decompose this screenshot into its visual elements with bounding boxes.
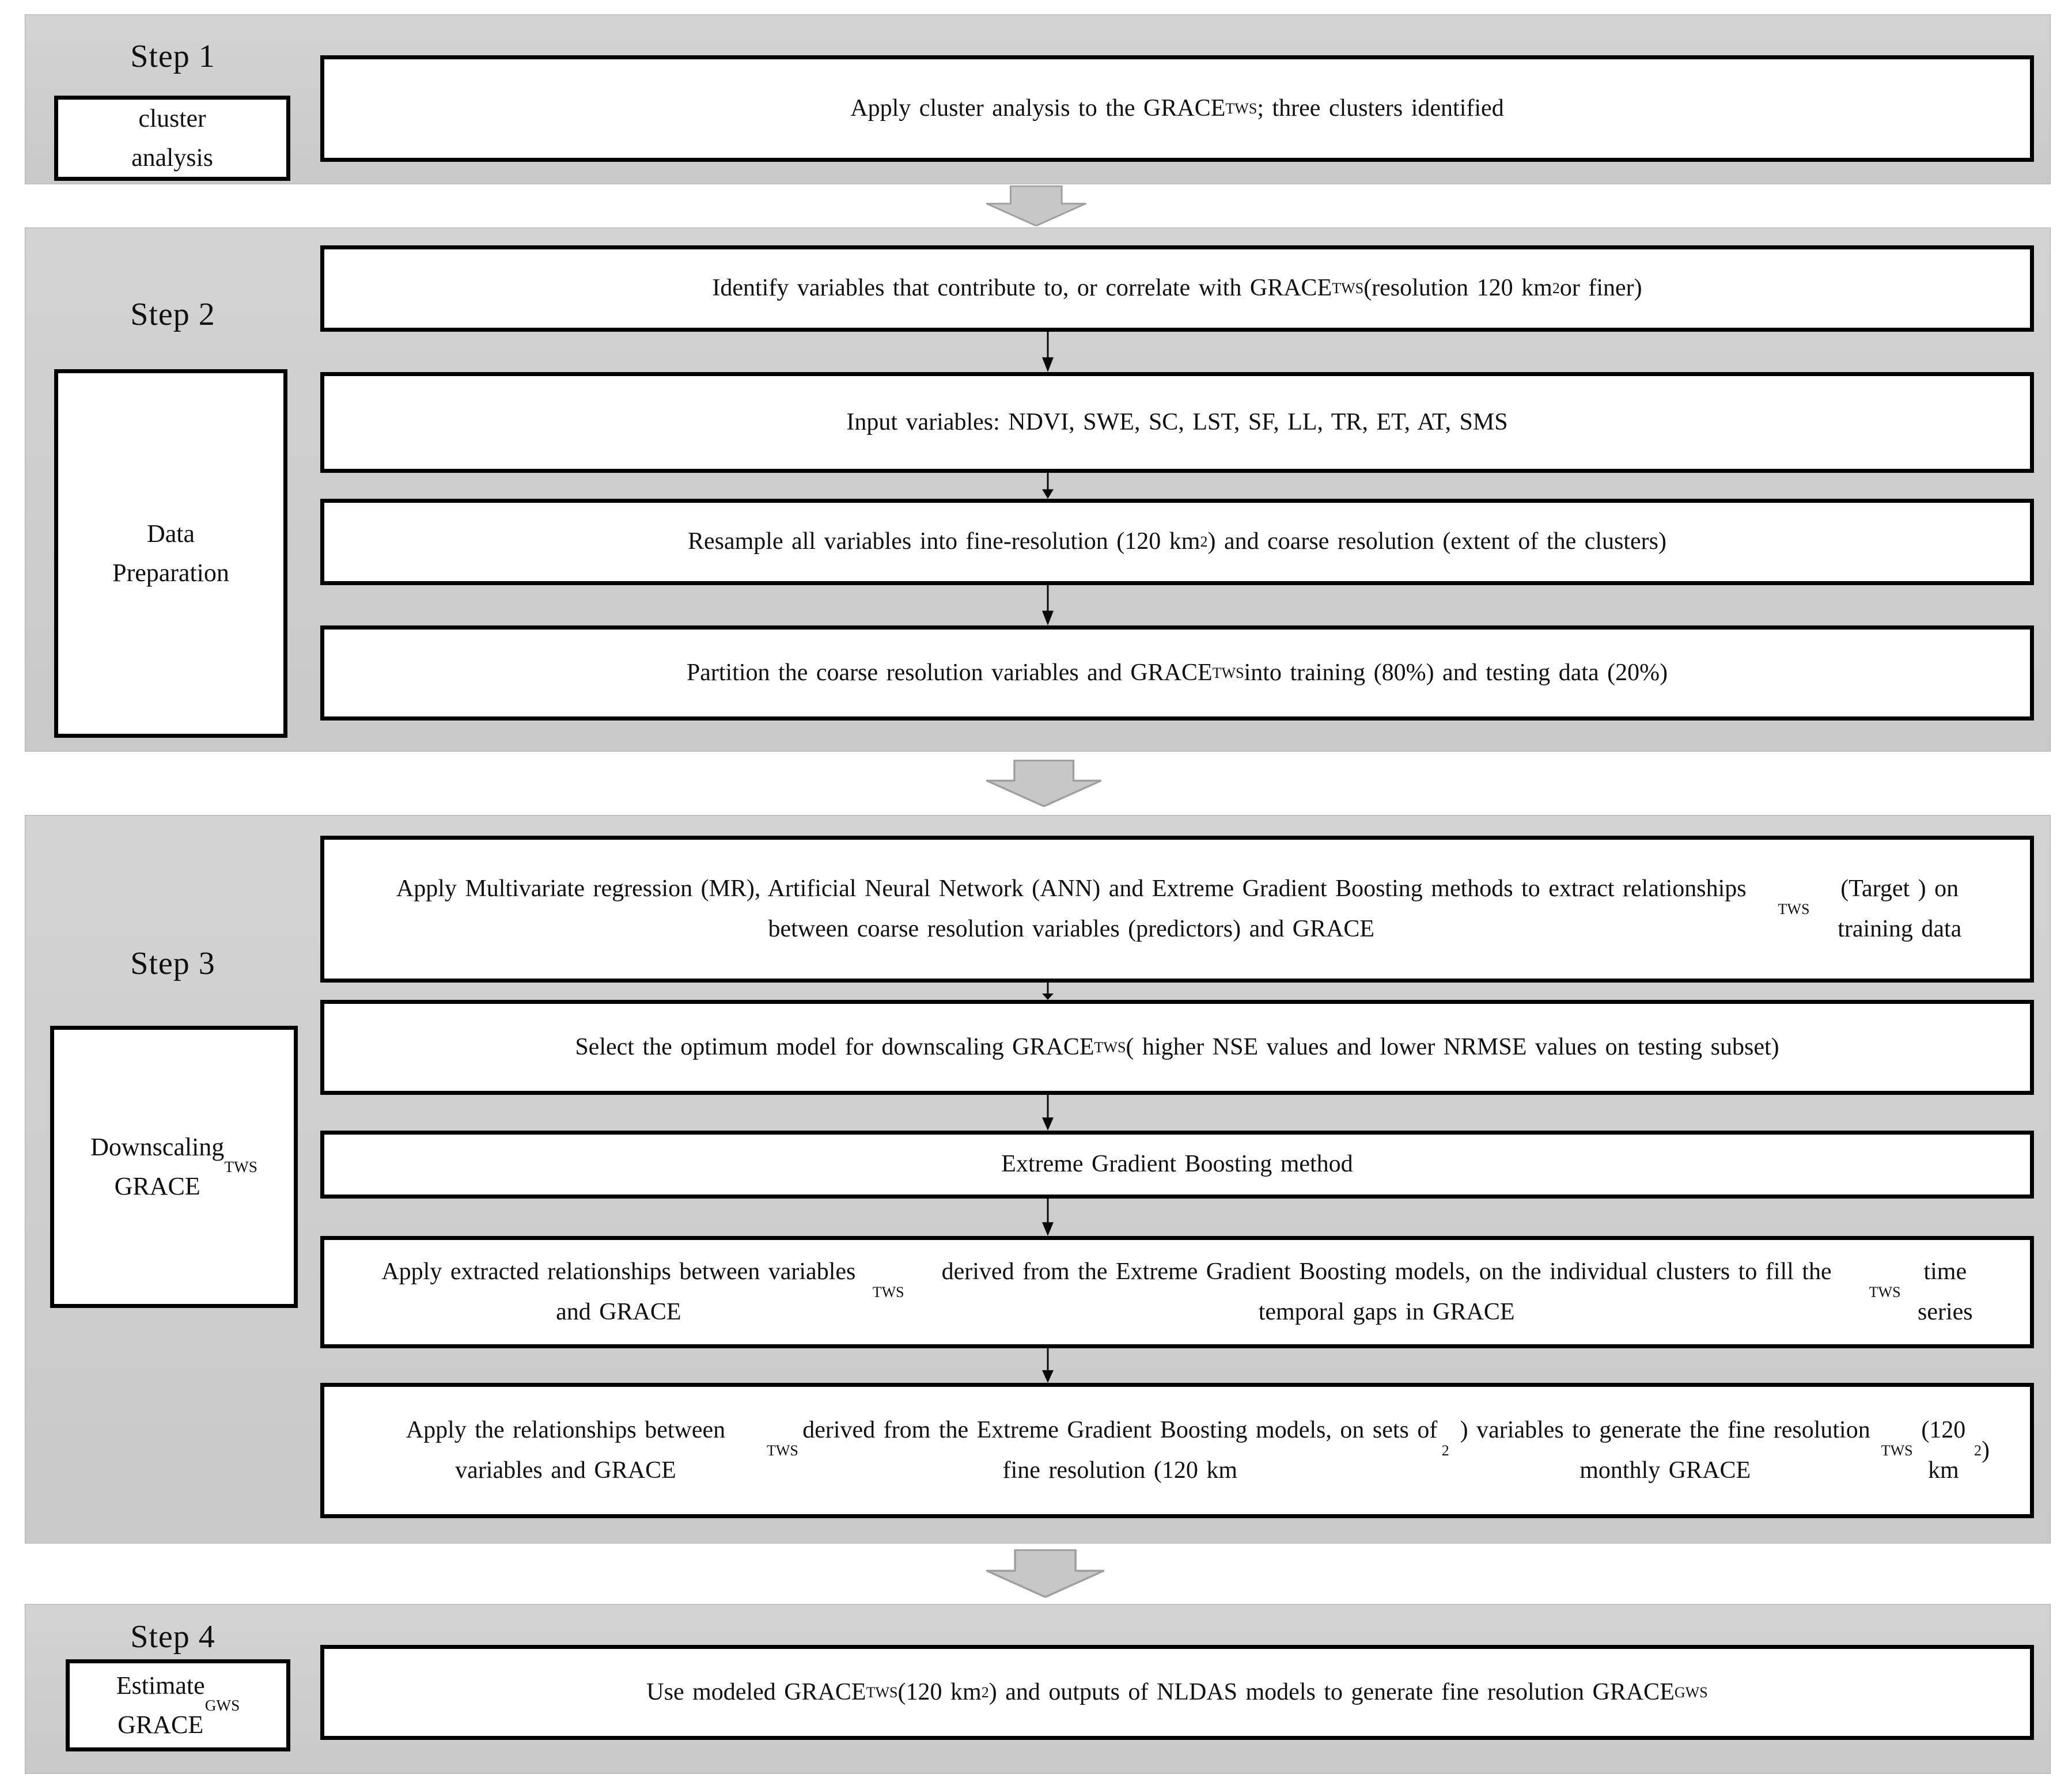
down-flow-arrow-icon [1039, 1348, 1056, 1383]
step-3-box-xgboost-method: Extreme Gradient Boosting method [320, 1131, 2034, 1199]
step-1-title: Step 1 [130, 39, 215, 74]
block-down-arrow-icon [986, 760, 1102, 807]
step-2-box-identify-variables: Identify variables that contribute to, o… [320, 245, 2034, 332]
step-2-panel: Step 2 Data Preparation Identify variabl… [25, 227, 2051, 752]
step-2-box-partition-data: Partition the coarse resolution variable… [320, 625, 2034, 721]
step-3-boxes: Apply Multivariate regression (MR), Arti… [320, 816, 2050, 1543]
step-3-to-step-4-gap [0, 1544, 2072, 1604]
down-flow-arrow-icon [1039, 332, 1056, 372]
step-2-boxes: Identify variables that contribute to, o… [320, 228, 2050, 751]
step-3-box-fill-temporal-gaps: Apply extracted relationships between va… [320, 1236, 2034, 1348]
step-1-side-label-box: cluster analysis [54, 96, 290, 181]
step-2-box-input-variables: Input variables: NDVI, SWE, SC, LST, SF,… [320, 372, 2034, 473]
step-4-title: Step 4 [130, 1619, 215, 1655]
block-down-arrow-icon [986, 185, 1086, 226]
step-2-side-label-box: Data Preparation [54, 369, 287, 738]
step-1-panel: Step 1 cluster analysis Apply cluster an… [25, 14, 2051, 184]
down-flow-arrow-icon [1039, 585, 1056, 625]
step-1-to-step-2-gap [0, 184, 2072, 227]
down-flow-arrow-icon [1039, 1199, 1056, 1236]
step-2-left-column: Step 2 Data Preparation [25, 228, 320, 751]
step-2-title: Step 2 [130, 297, 215, 332]
step-2-box-resample-variables: Resample all variables into fine-resolut… [320, 499, 2034, 585]
down-flow-arrow-icon [1039, 983, 1056, 1000]
step-3-box-generate-fine-resolution: Apply the relationships between variable… [320, 1383, 2034, 1518]
block-down-arrow-icon [986, 1549, 1105, 1598]
step-2-to-step-3-gap [0, 752, 2072, 815]
step-3-box-apply-methods: Apply Multivariate regression (MR), Arti… [320, 836, 2034, 983]
step-1-left-column: Step 1 cluster analysis [25, 15, 320, 184]
step-3-title: Step 3 [130, 946, 215, 981]
down-flow-arrow-icon [1039, 473, 1056, 499]
down-flow-arrow-icon [1039, 1095, 1056, 1131]
step-3-box-select-optimum-model: Select the optimum model for downscaling… [320, 1000, 2034, 1095]
